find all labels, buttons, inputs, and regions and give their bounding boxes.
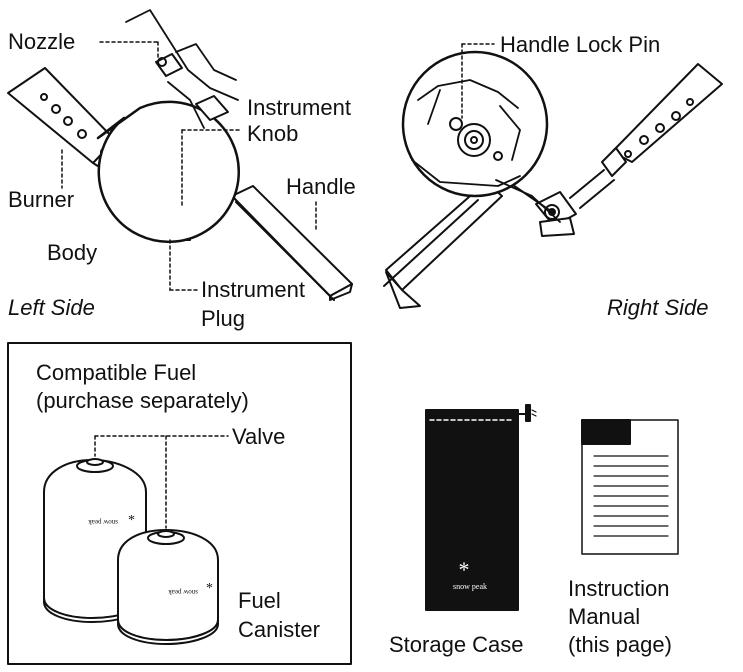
right-torch-illustration bbox=[383, 50, 723, 309]
label-instrument-knob-1: Instrument bbox=[247, 95, 351, 120]
right-zoom-bubble bbox=[401, 50, 561, 223]
label-right-side: Right Side bbox=[607, 295, 709, 320]
svg-text:snow peak: snow peak bbox=[88, 518, 118, 526]
svg-text:snow peak: snow peak bbox=[168, 588, 198, 596]
label-storage-case: Storage Case bbox=[389, 632, 524, 657]
compatible-fuel-box bbox=[7, 342, 352, 665]
label-burner: Burner bbox=[8, 187, 75, 212]
label-instrument-plug-2: Plug bbox=[201, 306, 246, 331]
label-handle-lock-pin: Handle Lock Pin bbox=[500, 32, 661, 57]
left-torch-illustration bbox=[7, 9, 353, 301]
label-instruction-manual-2: Manual bbox=[568, 604, 641, 629]
storage-case bbox=[425, 404, 537, 611]
canister-asterisk-small: * bbox=[206, 581, 213, 596]
label-compatible-fuel-1: Compatible Fuel bbox=[36, 360, 197, 385]
small-fuel-canister bbox=[117, 529, 219, 645]
right-burner bbox=[569, 63, 723, 209]
canister-logo-large: snow peak bbox=[88, 518, 118, 526]
label-fuel-canister-2: Canister bbox=[238, 617, 320, 642]
label-instrument-knob-2: Knob bbox=[247, 121, 299, 146]
label-body: Body bbox=[47, 240, 98, 265]
case-asterisk: * bbox=[459, 557, 470, 582]
canister-asterisk-large: * bbox=[128, 513, 135, 528]
label-valve: Valve bbox=[232, 424, 286, 449]
label-handle: Handle bbox=[286, 174, 356, 199]
label-instruction-manual-3: (this page) bbox=[568, 632, 672, 657]
case-brand-logo: snow peak bbox=[453, 582, 487, 591]
label-compatible-fuel-2: (purchase separately) bbox=[36, 388, 249, 413]
instruction-manual bbox=[581, 419, 679, 555]
right-handle bbox=[383, 181, 503, 309]
left-handle bbox=[231, 185, 353, 301]
label-instruction-manual-1: Instruction bbox=[568, 576, 670, 601]
label-instrument-plug-1: Instrument bbox=[201, 277, 305, 302]
label-nozzle: Nozzle bbox=[8, 29, 76, 54]
label-left-side: Left Side bbox=[8, 295, 95, 320]
canister-logo-small: snow peak bbox=[168, 588, 198, 596]
label-fuel-canister-1: Fuel bbox=[238, 588, 281, 613]
left-zoom-bubble bbox=[96, 9, 240, 244]
